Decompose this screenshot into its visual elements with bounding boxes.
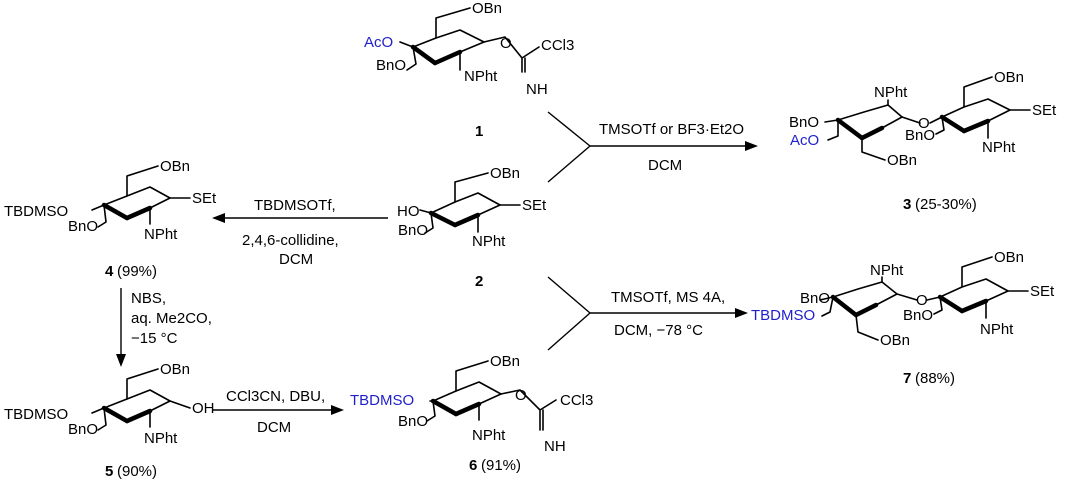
compound-7-label-bno-right: BnO — [903, 307, 933, 324]
reaction-2-condition-top: TBDMSOTf, — [254, 197, 336, 214]
compound-1-label-npht: NPht — [464, 68, 498, 85]
reaction-2-condition-mid: 2,4,6-collidine, — [242, 232, 339, 249]
reaction-3-condition-bottom: DCM, −78 °C — [614, 322, 703, 339]
compound-1-label-ccl3: CCl3 — [541, 37, 574, 54]
compound-5-label-oh: OH — [192, 400, 215, 417]
compound-6-label-ccl3: CCl3 — [560, 392, 593, 409]
compound-5-label-tbdmso: TBDMSO — [4, 406, 68, 423]
compound-7-label-obn-bottom: OBn — [880, 332, 910, 349]
compound-6: OBn TBDMSO BnO NPht O CCl3 NH 6 (91%) — [350, 353, 593, 474]
compound-5-yield: (90%) — [117, 463, 157, 480]
compound-3-yield: (25-30%) — [915, 196, 977, 213]
compound-7-number: 7 — [903, 370, 911, 387]
reaction-arrow-1-to-3: TMSOTf or BF3·Et2O DCM — [547, 111, 758, 183]
compound-7-label-npht-top: NPht — [870, 262, 904, 279]
reaction-arrow-2-to-4: TBDMSOTf, 2,4,6-collidine, DCM — [212, 197, 388, 268]
compound-4-label-tbdmso: TBDMSO — [4, 203, 68, 220]
compound-4-label-obn: OBn — [160, 158, 190, 175]
compound-7-label-tbdmso: TBDMSO — [751, 307, 815, 324]
compound-1-label-bno: BnO — [376, 57, 406, 74]
reaction-2-condition-bottom: DCM — [279, 251, 313, 268]
compound-5-number: 5 — [105, 463, 113, 480]
compound-2-label-set: SEt — [522, 197, 547, 214]
compound-3-label-obn-bottom: OBn — [887, 152, 917, 169]
compound-1-label-o: O — [500, 35, 512, 52]
reaction-4-condition-line2: aq. Me2CO, — [131, 310, 212, 327]
reaction-1-condition-bottom: DCM — [648, 157, 682, 174]
compound-3-label-aco: AcO — [790, 132, 819, 149]
compound-7-yield: (88%) — [915, 370, 955, 387]
compound-5: OBn TBDMSO BnO OH NPht 5 (90%) — [4, 361, 215, 480]
reaction-4-condition-line1: NBS, — [131, 290, 166, 307]
compound-3-label-bno-left: BnO — [789, 114, 819, 131]
reaction-4-condition-line3: −15 °C — [131, 330, 178, 347]
reaction-1-condition-top: TMSOTf or BF3·Et2O — [599, 121, 744, 138]
compound-2-label-obn: OBn — [490, 165, 520, 182]
compound-5-label-npht: NPht — [144, 430, 178, 447]
compound-7-label-npht-bottom: NPht — [980, 321, 1014, 338]
compound-6-label-tbdmso: TBDMSO — [350, 392, 414, 409]
compound-1: OBn AcO BnO NPht O CCl3 NH 1 — [364, 0, 574, 140]
compound-6-label-npht: NPht — [472, 427, 506, 444]
compound-1-number: 1 — [475, 123, 483, 140]
reaction-arrow-5-to-6: CCl3CN, DBU, DCM — [213, 388, 344, 436]
reaction-3-condition-top: TMSOTf, MS 4A, — [611, 289, 725, 306]
compound-7: NPht OBn BnO TBDMSO O BnO OBn SEt NPht 7… — [751, 249, 1055, 387]
reaction-5-condition-top: CCl3CN, DBU, — [226, 388, 325, 405]
compound-7-label-o-link: O — [916, 292, 928, 309]
compound-3-label-o-link: O — [918, 115, 930, 132]
compound-2-label-npht: NPht — [472, 233, 506, 250]
compound-7-label-bno-left: BnO — [800, 290, 830, 307]
compound-6-label-o: O — [515, 387, 527, 404]
reaction-arrow-to-7: TMSOTf, MS 4A, DCM, −78 °C — [547, 276, 748, 351]
compound-2-label-bno: BnO — [398, 222, 428, 239]
compound-4: OBn TBDMSO BnO SEt NPht 4 (99%) — [4, 158, 217, 280]
compound-7-label-set: SEt — [1030, 283, 1055, 300]
compound-6-label-nh: NH — [544, 438, 566, 455]
compound-1-label-obn: OBn — [472, 0, 502, 17]
compound-3-label-set: SEt — [1032, 102, 1057, 119]
compound-4-number: 4 — [105, 263, 114, 280]
compound-4-yield: (99%) — [117, 263, 157, 280]
compound-1-label-nh: NH — [526, 81, 548, 98]
compound-3-number: 3 — [903, 196, 911, 213]
compound-3-label-npht-top: NPht — [874, 84, 908, 101]
compound-5-label-bno: BnO — [68, 421, 98, 438]
compound-6-number: 6 — [469, 457, 477, 474]
reaction-arrow-4-to-5: NBS, aq. Me2CO, −15 °C — [116, 288, 212, 367]
compound-4-label-set: SEt — [192, 190, 217, 207]
compound-3-label-npht-bottom: NPht — [982, 139, 1016, 156]
compound-7-label-obn-top: OBn — [994, 249, 1024, 266]
compound-3: NPht OBn BnO AcO O OBn BnO SEt NPht 3 (2… — [789, 69, 1057, 213]
compound-5-label-obn: OBn — [160, 361, 190, 378]
compound-1-label-aco: AcO — [364, 34, 393, 51]
compound-3-label-bno-right: BnO — [905, 127, 935, 144]
compound-4-label-bno: BnO — [68, 218, 98, 235]
compound-2-label-ho: HO — [397, 203, 420, 220]
compound-2: OBn HO BnO NPht SEt 2 — [397, 165, 547, 290]
reaction-5-condition-bottom: DCM — [257, 419, 291, 436]
compound-6-yield: (91%) — [481, 457, 521, 474]
compound-3-label-obn-top: OBn — [994, 69, 1024, 86]
compound-4-label-npht: NPht — [144, 226, 178, 243]
compound-6-label-obn: OBn — [490, 353, 520, 370]
compound-2-number: 2 — [475, 273, 483, 290]
compound-6-label-bno: BnO — [398, 413, 428, 430]
